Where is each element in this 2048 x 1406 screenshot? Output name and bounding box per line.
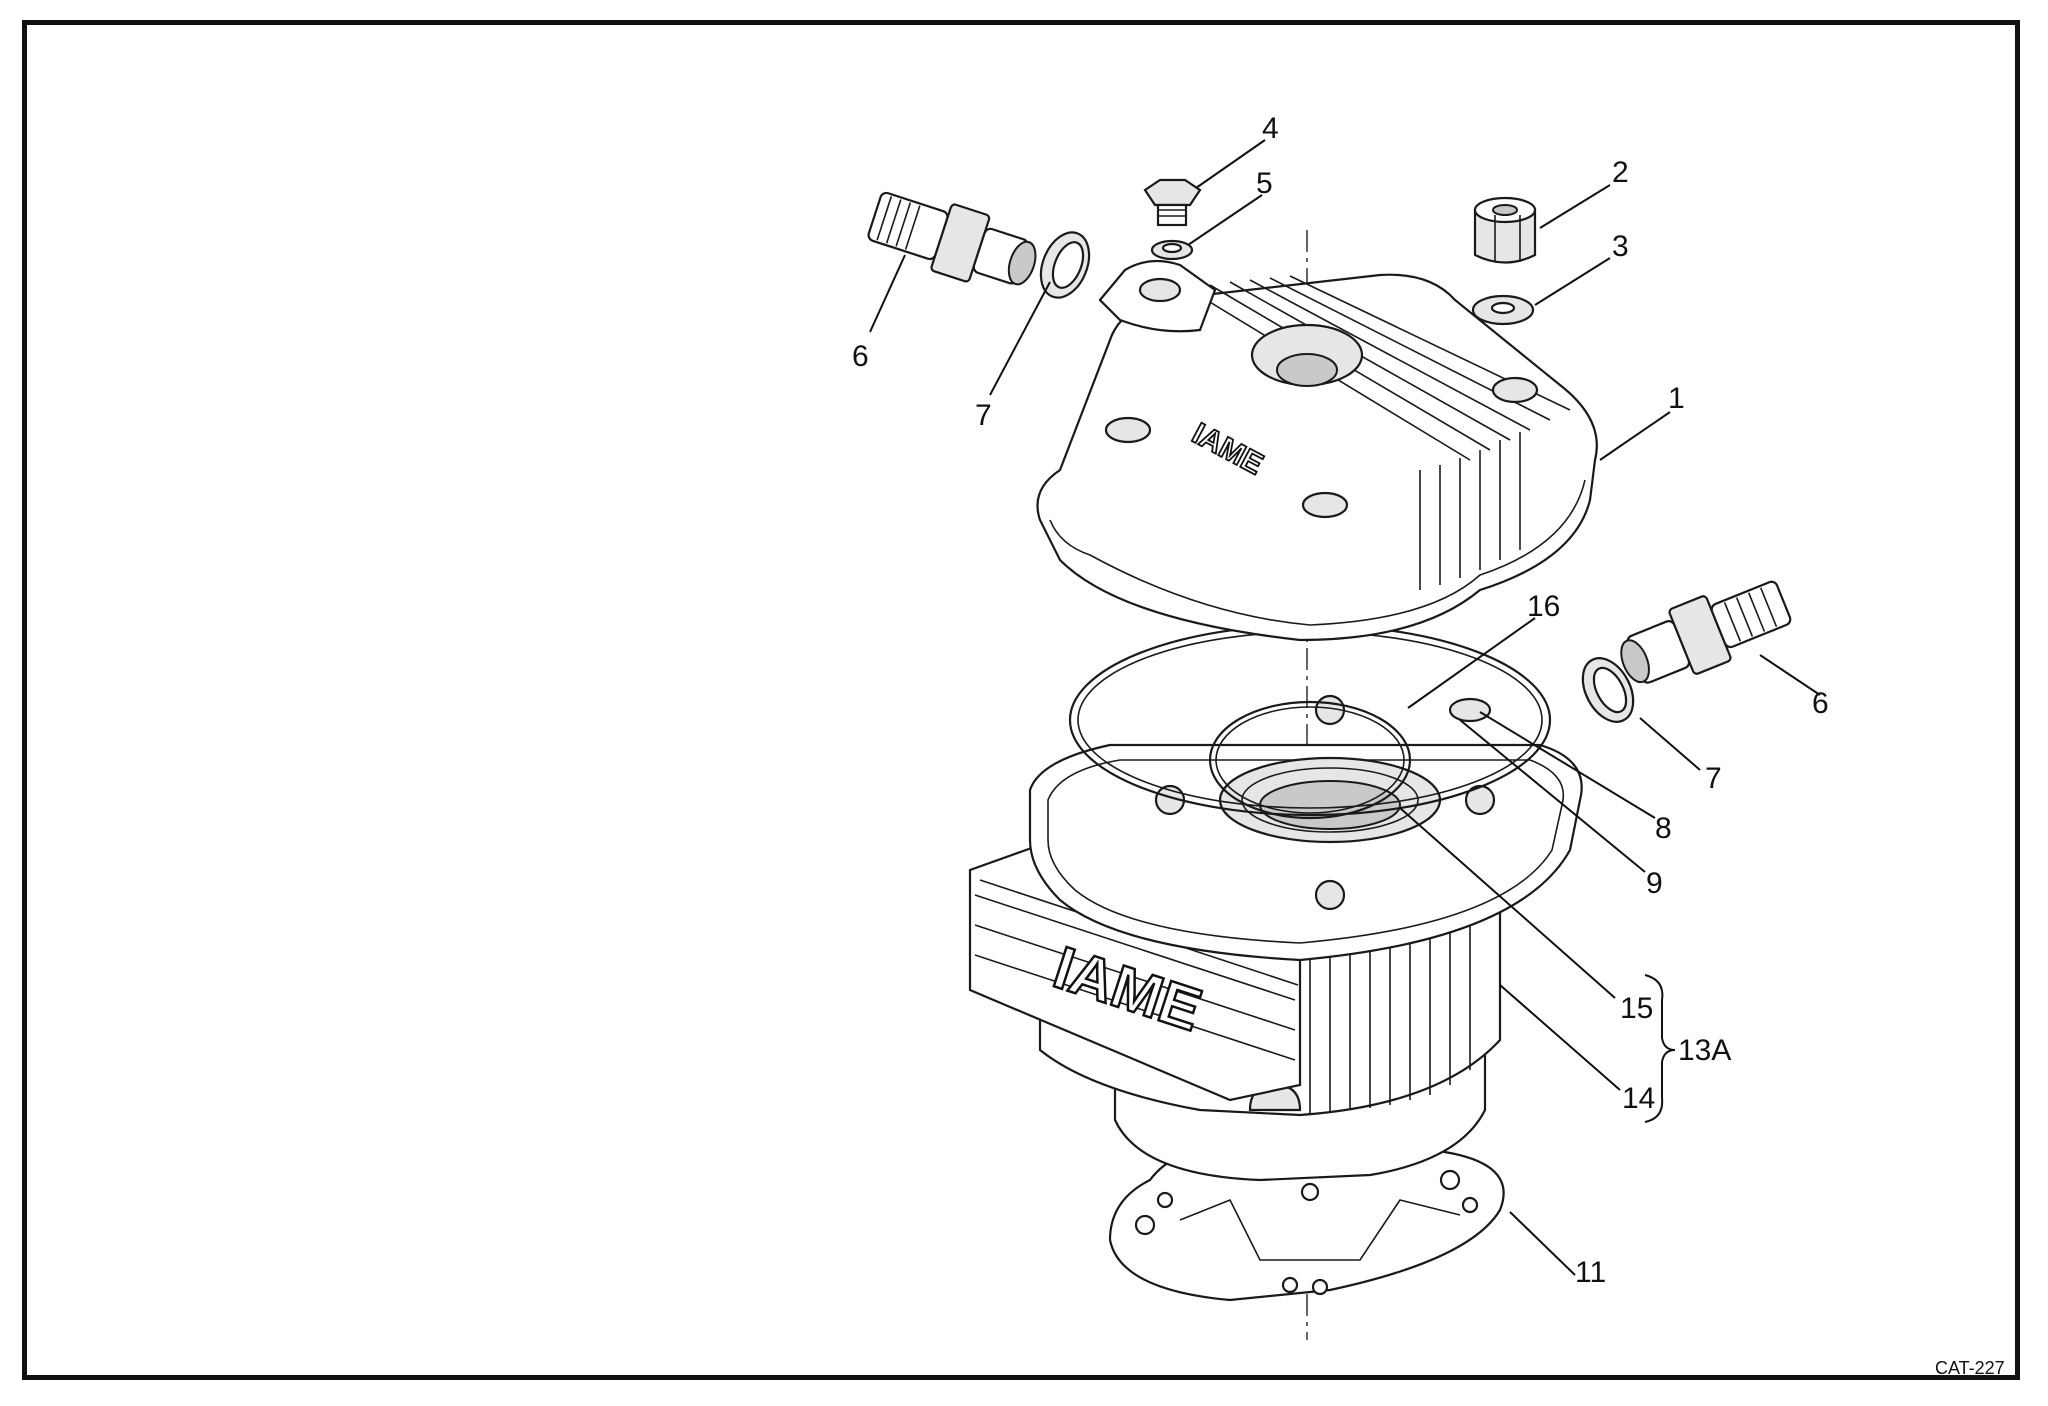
- callout-8: 8: [1655, 812, 1672, 845]
- callout-5: 5: [1256, 167, 1273, 200]
- flat-washer: [1471, 294, 1535, 326]
- washer-left: [1039, 231, 1091, 299]
- base-gasket: [1108, 1146, 1505, 1302]
- plug-screw: [1143, 178, 1202, 227]
- fitting-right: [1620, 580, 1792, 684]
- callout-11: 11: [1575, 1256, 1606, 1289]
- callout-15: 15: [1620, 992, 1653, 1025]
- nut: [1473, 196, 1537, 264]
- callout-13a: 13A: [1678, 1034, 1731, 1067]
- callout-16: 16: [1527, 590, 1560, 623]
- callout-6-right: 6: [1812, 687, 1829, 720]
- leader-lines: [869, 139, 1821, 1276]
- catalog-reference: CAT-227: [1935, 1358, 2005, 1378]
- callout-9: 9: [1646, 867, 1663, 900]
- callout-4: 4: [1262, 112, 1279, 145]
- cylinder-head: IAME: [1036, 259, 1598, 642]
- callouts: 4 5 2 3 1 6 7 16 6 7 8 9 15 13A 14 11: [852, 112, 1829, 1289]
- sealing-washer: [1150, 239, 1194, 261]
- fitting-left: [867, 191, 1037, 286]
- cylinder: IAME: [968, 694, 1583, 1182]
- callout-7-right: 7: [1705, 762, 1722, 795]
- callout-1: 1: [1668, 382, 1685, 415]
- washer-right: [1581, 657, 1635, 723]
- callout-14: 14: [1622, 1082, 1655, 1115]
- callout-6-left: 6: [852, 340, 869, 373]
- callout-3: 3: [1612, 230, 1629, 263]
- callout-7-left: 7: [975, 399, 992, 432]
- drawing-frame: [22, 20, 2020, 1380]
- callout-2: 2: [1612, 156, 1629, 189]
